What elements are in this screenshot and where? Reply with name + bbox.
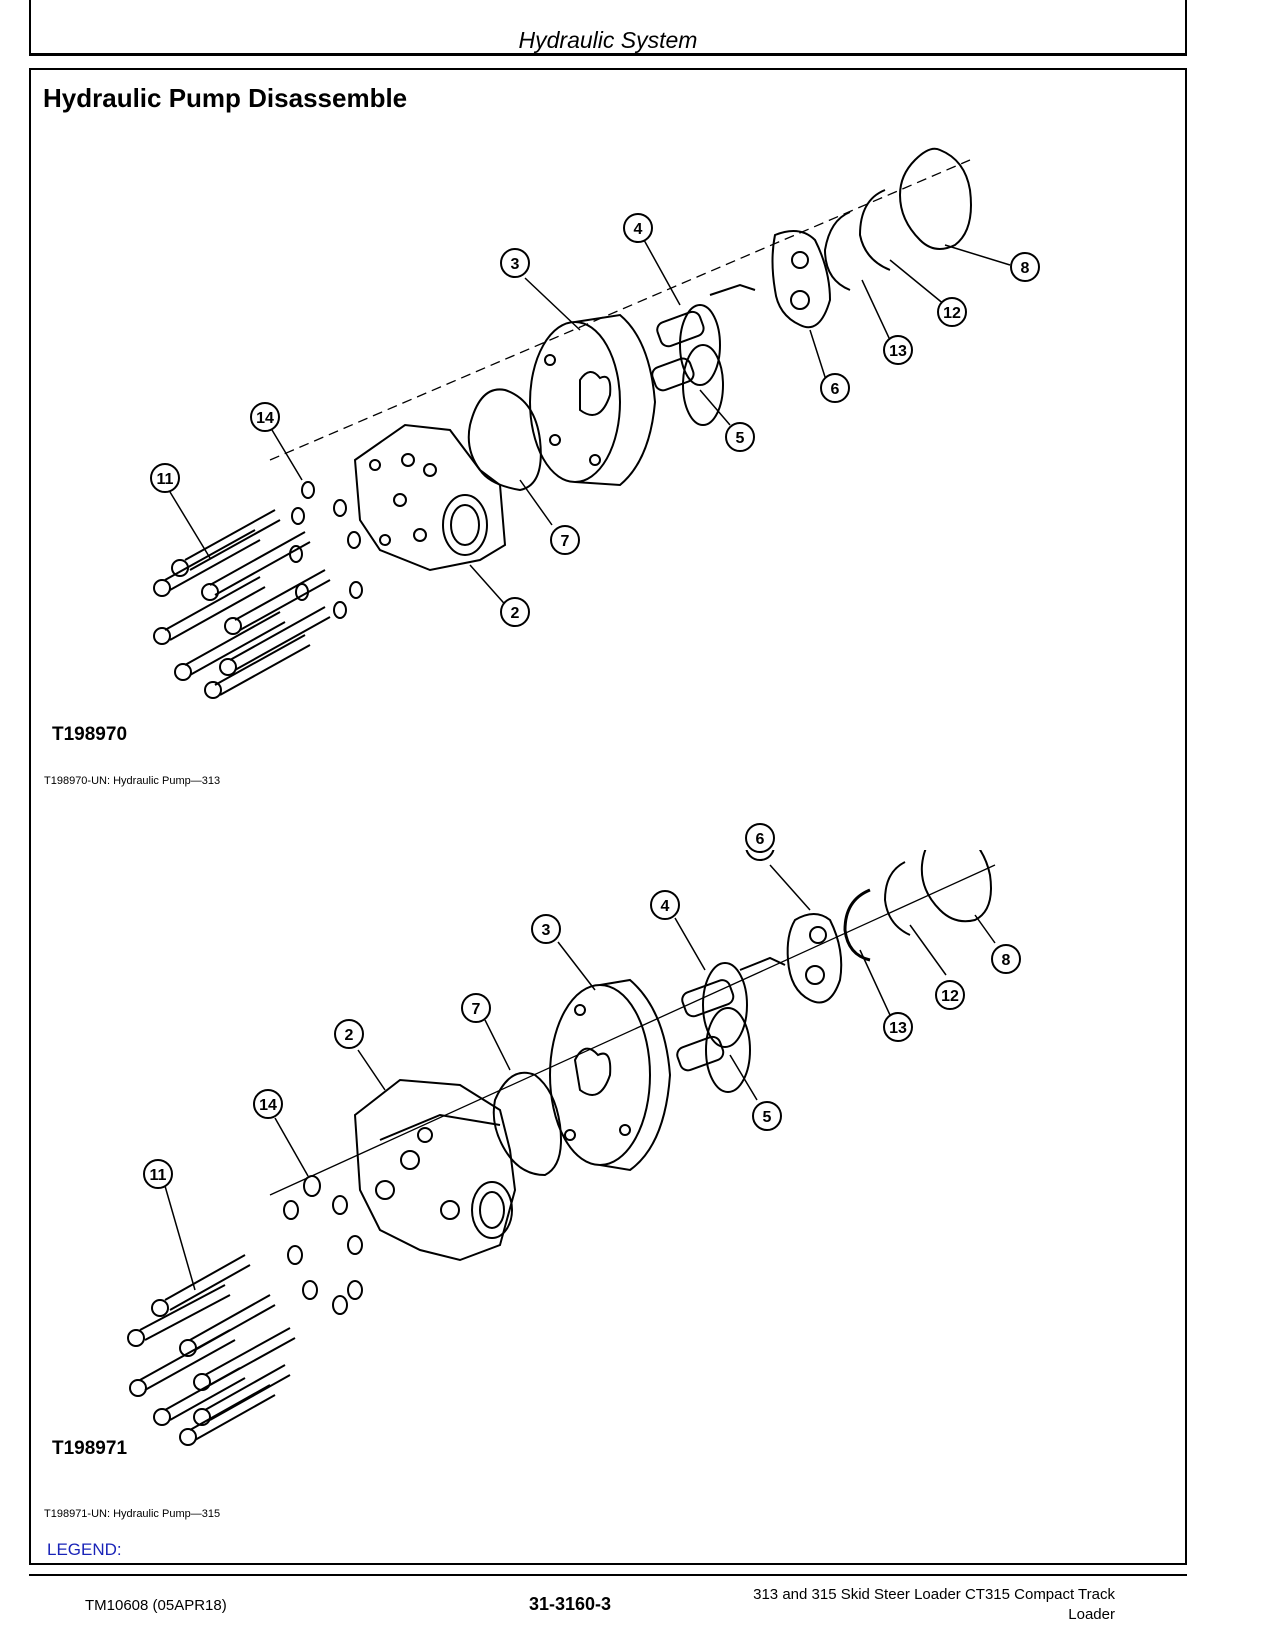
exploded-view-figure-313: 11 14 2 3 7 4 5 6 13 12 8 bbox=[150, 147, 1040, 699]
callout-2: 2 bbox=[345, 1027, 354, 1044]
callout-13: 13 bbox=[889, 343, 907, 360]
callout-6-figure-315: 6 bbox=[745, 823, 775, 853]
callouts-313 bbox=[150, 213, 1040, 627]
pump-housing bbox=[353, 423, 507, 572]
page-title: Hydraulic Pump Disassemble bbox=[43, 83, 408, 113]
section-header: Hydraulic System bbox=[518, 27, 698, 53]
washer-set bbox=[289, 481, 363, 619]
document-id: TM10608 (05APR18) bbox=[85, 1597, 227, 1614]
callout-13: 13 bbox=[889, 1020, 907, 1037]
manual-title-line1: 313 and 315 Skid Steer Loader CT315 Comp… bbox=[753, 1586, 1115, 1603]
callout-8: 8 bbox=[1002, 952, 1011, 969]
callout-11: 11 bbox=[157, 471, 174, 488]
callout-14: 14 bbox=[259, 1097, 277, 1114]
pump-housing bbox=[353, 1078, 517, 1262]
backup-ring bbox=[883, 861, 911, 936]
callout-8: 8 bbox=[1021, 260, 1030, 277]
callout-12: 12 bbox=[943, 305, 961, 322]
callout-14: 14 bbox=[256, 410, 274, 427]
exploded-view-figure-315: 11 14 2 7 3 4 5 13 12 8 bbox=[127, 850, 1021, 1446]
footer-rule bbox=[29, 1574, 1187, 1576]
callout-5: 5 bbox=[763, 1109, 772, 1126]
bolt-set bbox=[153, 509, 331, 699]
seal-ring bbox=[858, 189, 891, 271]
figure-id-1: T198970 bbox=[52, 724, 128, 745]
callout-3: 3 bbox=[511, 256, 520, 273]
section-header-box: Hydraulic System bbox=[29, 0, 1187, 56]
callout-11: 11 bbox=[150, 1167, 167, 1184]
wear-plate bbox=[786, 913, 843, 1004]
gear-set bbox=[651, 283, 756, 426]
washer-set bbox=[283, 1175, 363, 1315]
wear-plate bbox=[771, 230, 832, 329]
seal-ring bbox=[843, 888, 871, 962]
gasket bbox=[467, 388, 542, 492]
o-ring bbox=[898, 147, 972, 250]
callout-6: 6 bbox=[831, 381, 840, 398]
figure-caption-2: T198971-UN: Hydraulic Pump—315 bbox=[44, 1508, 221, 1520]
callout-5: 5 bbox=[736, 430, 745, 447]
manual-title: 313 and 315 Skid Steer Loader CT315 Comp… bbox=[695, 1585, 1115, 1625]
gasket bbox=[492, 1071, 562, 1177]
callout-7: 7 bbox=[472, 1001, 481, 1018]
gear-set bbox=[676, 956, 786, 1093]
callout-7: 7 bbox=[561, 533, 570, 550]
callout-3: 3 bbox=[542, 922, 551, 939]
callout-2: 2 bbox=[511, 605, 520, 622]
page-number: 31-3160-3 bbox=[529, 1594, 612, 1614]
figure-id-2: T198971 bbox=[52, 1438, 128, 1459]
bolt-set bbox=[127, 1254, 296, 1446]
o-ring bbox=[920, 850, 992, 923]
callouts-315 bbox=[143, 850, 1021, 1189]
callout-4: 4 bbox=[634, 221, 643, 238]
callout-4: 4 bbox=[661, 898, 670, 915]
pump-body bbox=[549, 978, 672, 1172]
legend-label: LEGEND: bbox=[47, 1540, 122, 1559]
pump-body bbox=[529, 313, 657, 487]
callout-12: 12 bbox=[941, 988, 959, 1005]
figure-caption-1: T198970-UN: Hydraulic Pump—313 bbox=[44, 775, 221, 787]
backup-ring bbox=[823, 211, 851, 291]
manual-title-line2: Loader bbox=[1068, 1606, 1115, 1623]
content-frame bbox=[29, 68, 1187, 1565]
svg-text:6: 6 bbox=[756, 831, 765, 848]
